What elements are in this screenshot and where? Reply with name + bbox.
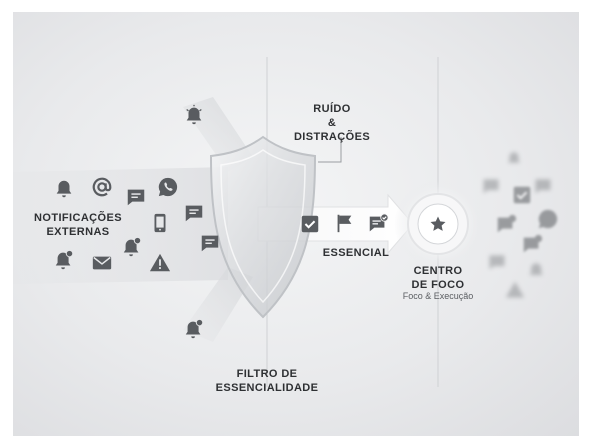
- chat-check-icon: [495, 214, 517, 236]
- essential-label: ESSENCIAL: [322, 247, 390, 259]
- chat-icon: [183, 202, 205, 224]
- checkbox-icon: [299, 213, 321, 235]
- chat-icon: [487, 252, 507, 272]
- bell-alert-icon: [183, 104, 205, 126]
- noise-bracket: [318, 137, 342, 163]
- chat-icon: [125, 186, 147, 208]
- bell-icon: [505, 150, 523, 168]
- whatsapp-icon: [537, 208, 559, 230]
- shield-graphic: [209, 135, 317, 319]
- bell-alert-icon: [183, 318, 205, 340]
- chat-icon: [481, 176, 501, 196]
- bell-alert-icon: [121, 236, 143, 258]
- chat-icon: [199, 232, 221, 254]
- diagram-canvas: NOTIFICAÇÕES EXTERNAS RUÍDO & DISTRAÇÕES…: [13, 12, 579, 436]
- bell-icon: [53, 178, 75, 200]
- focus-center-label: CENTRO DE FOCO: [411, 265, 465, 291]
- warning-icon: [149, 252, 171, 274]
- chat-check-icon: [367, 213, 389, 235]
- focus-center-sublabel: Foco & Execução: [402, 291, 474, 301]
- star-icon[interactable]: [429, 215, 447, 233]
- essentiality-filter-label: FILTRO DE ESSENCIALIDADE: [215, 368, 319, 394]
- mail-icon: [91, 252, 113, 274]
- chat-check-icon: [521, 234, 543, 256]
- noise-distractions-label: RUÍDO & DISTRAÇÕES: [293, 103, 371, 143]
- chat-icon: [533, 176, 553, 196]
- whatsapp-icon: [157, 176, 179, 198]
- bell-alert-icon: [53, 249, 75, 271]
- flag-icon: [333, 212, 355, 234]
- warning-icon: [505, 280, 525, 300]
- bell-alert-icon: [527, 260, 547, 280]
- at-sign-icon: [91, 176, 113, 198]
- external-notifications-label: NOTIFICAÇÕES EXTERNAS: [34, 212, 122, 238]
- phone-icon: [149, 212, 171, 234]
- checkbox-icon: [511, 184, 533, 206]
